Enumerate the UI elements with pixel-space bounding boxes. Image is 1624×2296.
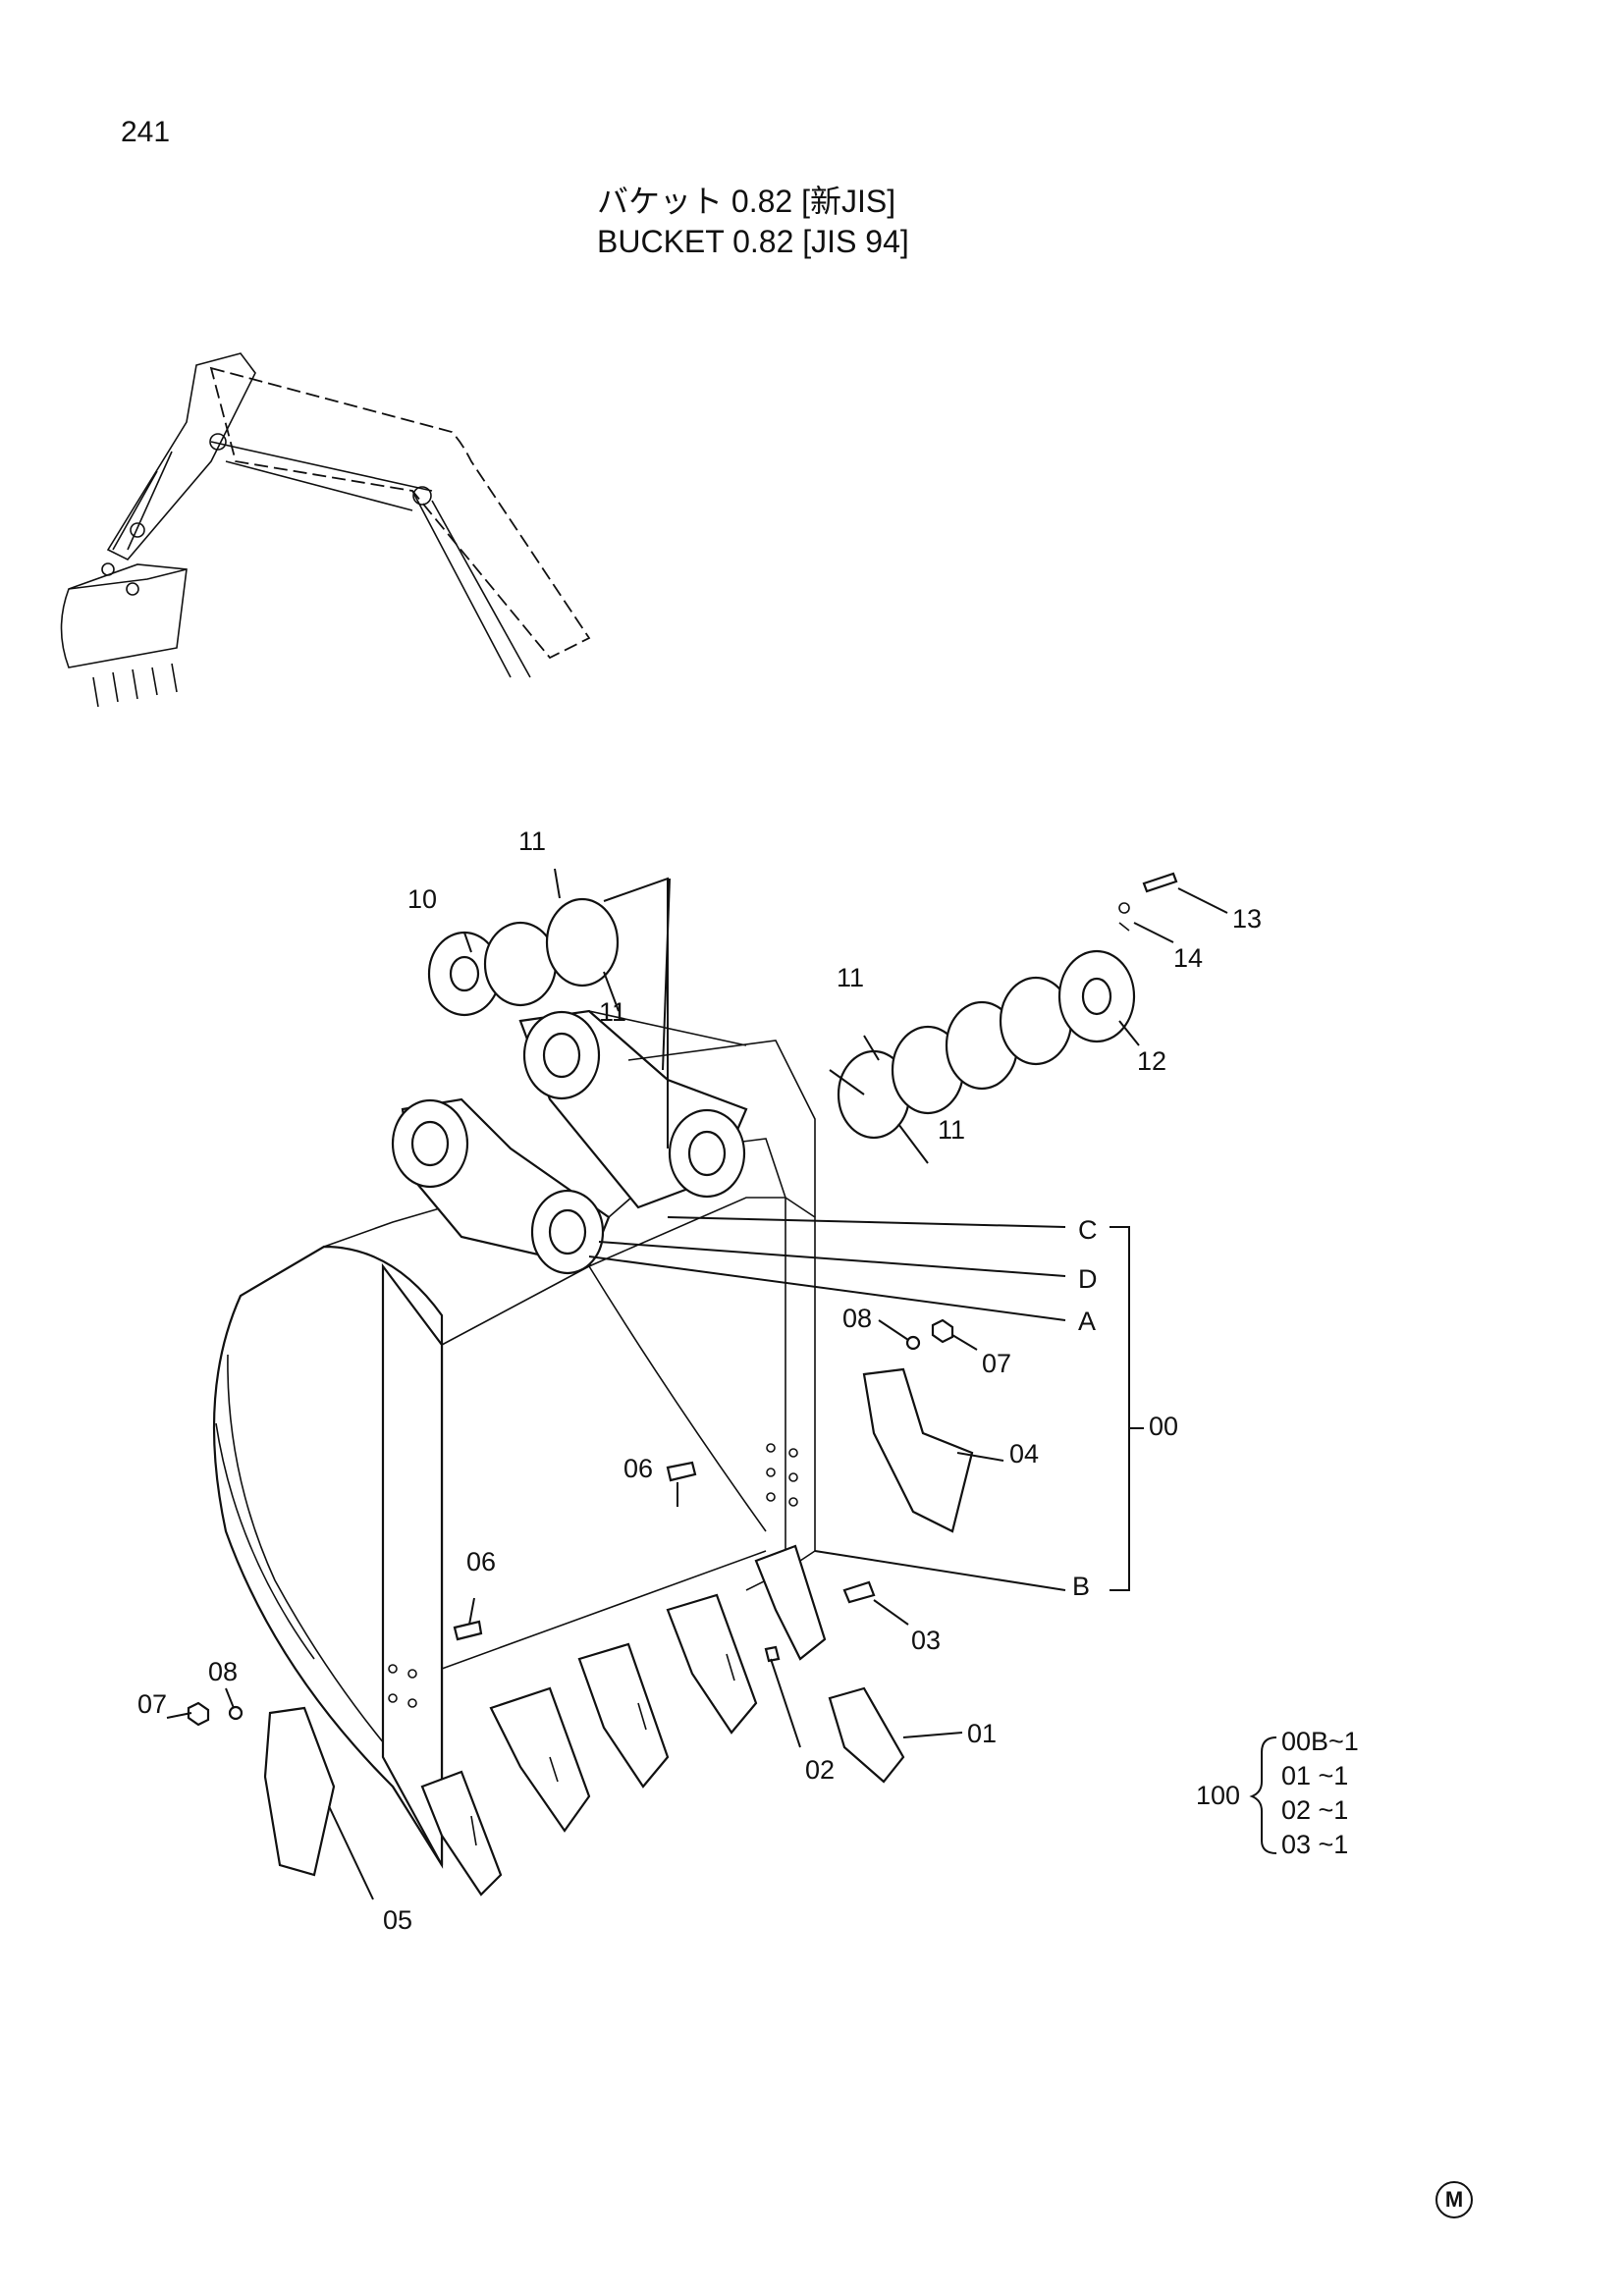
label-a: A — [1078, 1307, 1096, 1336]
label-11a: 11 — [518, 827, 546, 856]
label-14: 14 — [1173, 943, 1203, 973]
title-japanese: バケット 0.82 [新JIS] — [597, 184, 896, 219]
label-06a: 06 — [623, 1454, 653, 1483]
label-11b: 11 — [599, 997, 626, 1027]
label-07a: 07 — [982, 1349, 1011, 1378]
m-mark: M — [1435, 2181, 1473, 2218]
leader-lines — [166, 868, 1228, 1900]
label-12: 12 — [1137, 1046, 1166, 1076]
kit-item-3: 02 ~1 — [1281, 1795, 1348, 1825]
excavator-overview — [60, 352, 591, 708]
part-labels: 10 11 11 11 11 12 13 14 C D A B 00 08 07… — [137, 827, 1262, 1935]
page-number: 241 — [121, 116, 171, 148]
kit-item-1: 00B~1 — [1281, 1727, 1359, 1756]
label-b: B — [1072, 1572, 1090, 1601]
label-11d: 11 — [938, 1115, 965, 1145]
label-13: 13 — [1232, 904, 1262, 934]
label-11c: 11 — [837, 963, 864, 992]
kit-list: 100 00B~1 01 ~1 02 ~1 03 ~1 — [1196, 1727, 1359, 1859]
label-07b: 07 — [137, 1689, 167, 1719]
label-03: 03 — [911, 1626, 941, 1655]
label-d: D — [1078, 1264, 1098, 1294]
bucket-drawing — [187, 872, 1178, 1896]
kit-item-2: 01 ~1 — [1281, 1761, 1348, 1790]
label-04: 04 — [1009, 1439, 1039, 1468]
label-05: 05 — [383, 1905, 412, 1935]
kit-item-4: 03 ~1 — [1281, 1830, 1348, 1859]
label-08b: 08 — [208, 1657, 238, 1686]
label-c: C — [1078, 1215, 1098, 1245]
label-10: 10 — [407, 884, 437, 914]
kit-brace — [1249, 1736, 1277, 1854]
label-02: 02 — [805, 1755, 835, 1785]
label-01: 01 — [967, 1719, 997, 1748]
label-06b: 06 — [466, 1547, 496, 1576]
kit-number: 100 — [1196, 1781, 1240, 1810]
label-08a: 08 — [842, 1304, 872, 1333]
label-00: 00 — [1149, 1412, 1178, 1441]
title-english: BUCKET 0.82 [JIS 94] — [597, 224, 909, 259]
